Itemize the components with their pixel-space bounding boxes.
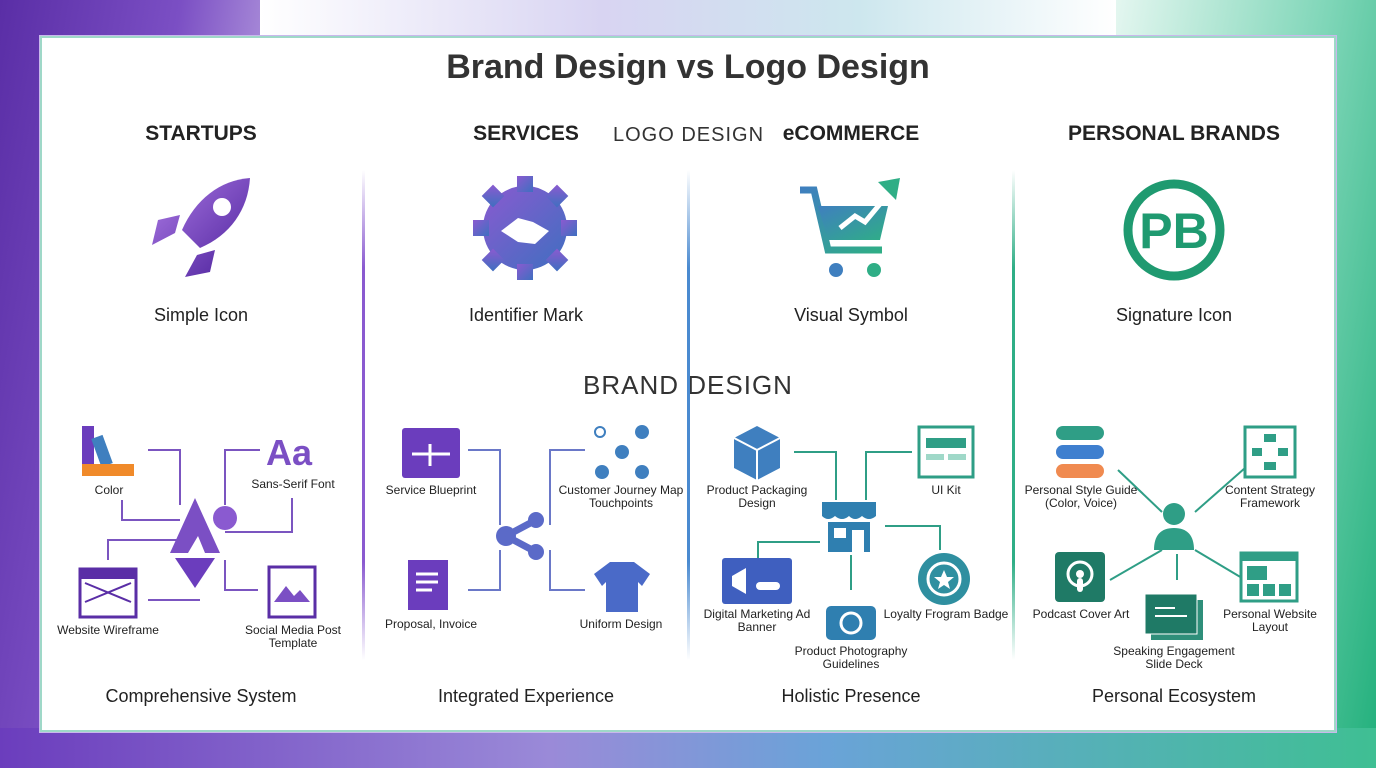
- share-network-icon: [496, 512, 544, 560]
- brand-item-loyalty-badge: Loyalty Frogram Badge: [883, 607, 1009, 621]
- social-post-image-icon: [267, 565, 317, 619]
- services-heading-text: SERVICES: [473, 122, 579, 145]
- website-layout-icon: [1239, 551, 1299, 603]
- camera-icon: [826, 606, 876, 640]
- slide-deck-icon: [1144, 593, 1203, 640]
- logo-design-section-label: LOGO DESIGN: [613, 124, 765, 146]
- column-divider: [1012, 170, 1015, 660]
- brand-item-personal-website: Personal Website Layout: [1223, 607, 1317, 634]
- storefront-icon: [822, 502, 876, 552]
- footer-personal-brands: Personal Ecosystem: [1091, 686, 1257, 706]
- rocket-icon: [152, 178, 250, 277]
- strategy-flowchart-icon: [1243, 425, 1297, 479]
- services-connector-arrows: [468, 449, 585, 591]
- journey-map-icon: [594, 425, 649, 479]
- pb-monogram-icon: PB: [1123, 179, 1225, 281]
- podcast-icon: [1055, 552, 1105, 602]
- column-heading-personal-brands: PERSONAL BRANDS: [1068, 122, 1280, 145]
- color-palette-icon: [82, 426, 134, 476]
- cart-growth-icon: [800, 178, 900, 277]
- service-blueprint-icon: [402, 428, 460, 478]
- brand-item-uniform-design: Uniform Design: [579, 617, 663, 631]
- brand-item-personal-style-guide: Personal Style Guide (Color, Voice): [1024, 483, 1138, 510]
- logo-label-ecommerce: Visual Symbol: [794, 305, 908, 325]
- gear-handshake-icon: [473, 176, 577, 280]
- typography-aa-icon: Aa: [266, 432, 313, 473]
- website-wireframe-icon: [78, 567, 138, 619]
- brand-item-website-wireframe: Website Wireframe: [57, 623, 159, 637]
- uniform-shirt-icon: [594, 562, 650, 612]
- document-icon: [408, 560, 448, 610]
- package-box-icon: [733, 426, 781, 480]
- background-band-top: [260, 0, 1116, 36]
- brand-item-product-packaging: Product Packaging Design: [706, 483, 808, 510]
- svg-text:PB: PB: [1139, 203, 1208, 259]
- logo-label-startups: Simple Icon: [153, 305, 249, 325]
- letter-a-person-icon: [170, 498, 237, 588]
- brand-item-sans-serif-font: Sans-Serif Font: [251, 477, 335, 491]
- startups-connector-arrows: [107, 449, 293, 601]
- logo-label-personal-brands: Signature Icon: [1115, 305, 1233, 325]
- ui-kit-icon: [917, 425, 975, 479]
- footer-ecommerce: Holistic Presence: [781, 686, 921, 706]
- brand-item-service-blueprint: Service Blueprint: [385, 483, 477, 497]
- style-guide-swatches-icon: [1056, 426, 1104, 478]
- column-divider: [687, 170, 690, 660]
- brand-item-digital-ad-banner: Digital Marketing Ad Banner: [703, 607, 811, 634]
- column-heading-ecommerce: eCOMMERCE: [782, 122, 920, 145]
- brand-item-slide-deck: Speaking Engagement Slide Deck: [1113, 644, 1235, 671]
- footer-services: Integrated Experience: [437, 686, 615, 706]
- brand-item-content-strategy: Content Strategy Framework: [1224, 483, 1316, 510]
- megaphone-ad-banner-icon: [722, 558, 792, 604]
- column-divider: [362, 170, 365, 660]
- page-title: Brand Design vs Logo Design: [446, 48, 930, 86]
- person-icon: [1154, 503, 1194, 550]
- brand-item-ui-kit: UI Kit: [931, 483, 961, 497]
- brand-item-customer-journey: Customer Journey Map Touchpoints: [558, 483, 684, 510]
- loyalty-badge-star-icon: [918, 553, 970, 605]
- brand-item-podcast-cover: Podcast Cover Art: [1032, 607, 1130, 621]
- ecommerce-connector-arrows: [757, 451, 941, 590]
- footer-startups: Comprehensive System: [105, 686, 297, 706]
- brand-item-color: Color: [94, 483, 124, 497]
- background-band-bottom: [0, 728, 1376, 768]
- column-heading-services: SERVICES: [376, 122, 676, 146]
- brand-item-product-photography: Product Photography Guidelines: [794, 644, 908, 671]
- column-heading-startups: STARTUPS: [145, 122, 257, 145]
- brand-item-social-media-post: Social Media Post Template: [244, 623, 342, 650]
- personal-connector-arrows: [1109, 467, 1246, 581]
- brand-item-proposal-invoice: Proposal, Invoice: [384, 617, 478, 631]
- logo-label-services: Identifier Mark: [468, 305, 584, 325]
